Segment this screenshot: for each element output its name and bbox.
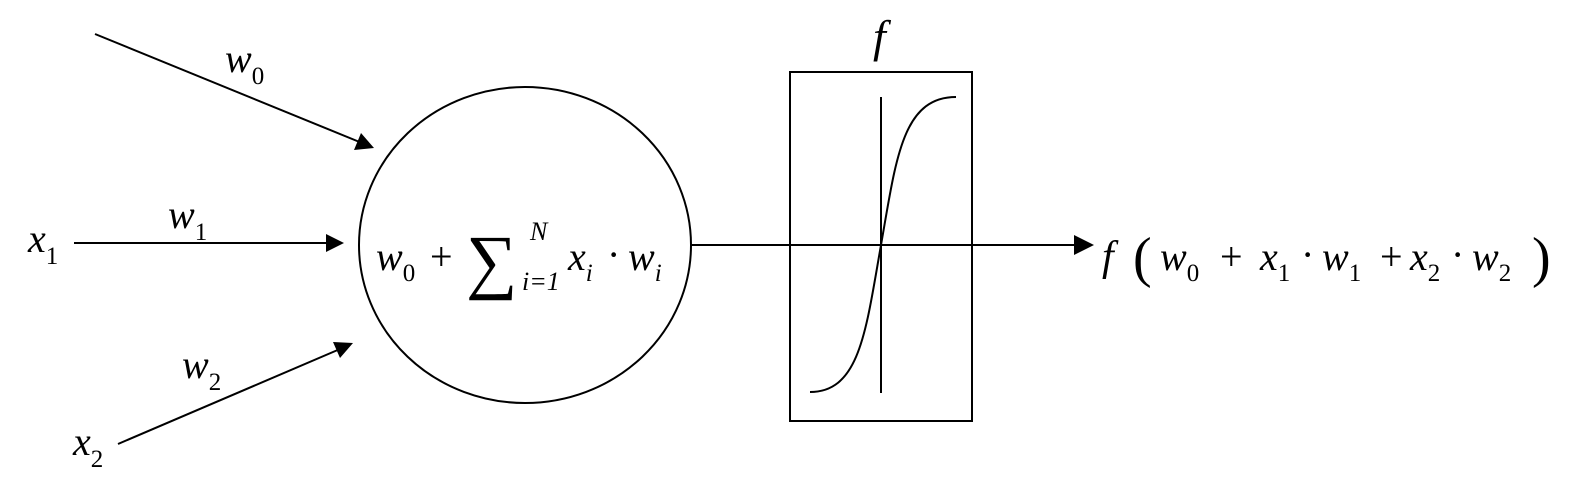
output-arrow: [691, 235, 1094, 255]
x1-input-arrow: [74, 234, 344, 252]
svg-text:xi: xi: [567, 234, 593, 287]
svg-text:wi: wi: [628, 234, 662, 287]
w2-label: w2: [182, 342, 221, 396]
w1-label: w1: [168, 192, 207, 246]
x2-input-arrow: [117, 342, 353, 445]
svg-text:w1: w1: [1322, 234, 1361, 287]
svg-text:·: ·: [607, 232, 620, 277]
x2-label: x2: [72, 419, 103, 473]
svg-text:w0: w0: [376, 234, 415, 287]
svg-text:w0: w0: [1160, 234, 1199, 287]
sigmoid-curve: [809, 96, 957, 393]
activation-label: f: [873, 11, 892, 62]
sigma-symbol: ∑: [466, 221, 517, 301]
x1-label: x1: [27, 216, 58, 270]
w0-input-arrow: [94, 33, 374, 150]
svg-text:N: N: [529, 217, 549, 246]
w0-label: w0: [225, 36, 264, 90]
svg-text:·: ·: [1301, 232, 1314, 277]
svg-text:f: f: [1102, 234, 1119, 280]
output-formula: f ( w0 + x1 · w1 + x2 · w2 ): [1102, 227, 1551, 289]
svg-text:x1: x1: [1259, 234, 1290, 287]
svg-text:i=1: i=1: [522, 267, 560, 296]
svg-text:+: +: [1380, 234, 1403, 279]
svg-text:(: (: [1133, 227, 1152, 289]
svg-text:x2: x2: [1409, 234, 1440, 287]
activation-box: [789, 71, 973, 422]
svg-text:): ): [1532, 227, 1551, 289]
neuron-sum-formula: w0 + ∑ N i=1 xi · wi: [376, 217, 662, 301]
svg-text:+: +: [1220, 234, 1243, 279]
svg-text:·: ·: [1451, 232, 1464, 277]
svg-text:w2: w2: [1472, 234, 1511, 287]
svg-text:+: +: [430, 234, 453, 279]
